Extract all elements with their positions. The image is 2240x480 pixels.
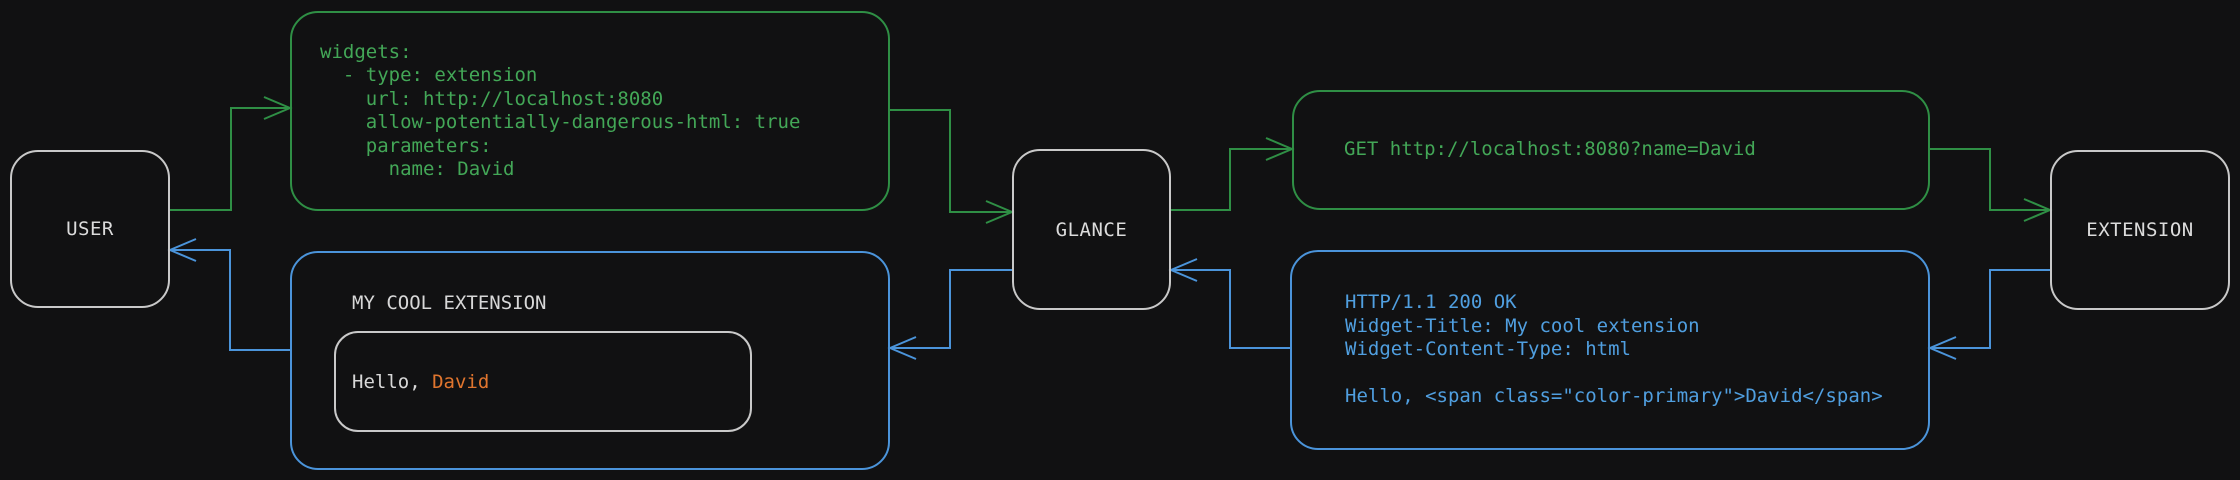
hello-card: Hello, David bbox=[334, 331, 752, 432]
hello-name: David bbox=[432, 370, 490, 393]
arrowhead-widget-to-user bbox=[167, 238, 197, 262]
glance-node: GLANCE bbox=[1012, 149, 1171, 310]
config-yaml-code: widgets: - type: extension url: http://l… bbox=[320, 40, 801, 181]
arrow-glance-to-widget bbox=[890, 269, 1012, 349]
user-node-label: USER bbox=[66, 218, 114, 240]
widget-preview-box: MY COOL EXTENSION Hello, David bbox=[290, 251, 890, 470]
request-box: GET http://localhost:8080?name=David bbox=[1292, 90, 1930, 210]
user-node: USER bbox=[10, 150, 170, 308]
arrow-widget-to-user bbox=[170, 249, 290, 351]
arrow-response-to-glance bbox=[1171, 269, 1290, 349]
arrow-config-to-glance bbox=[890, 109, 1012, 213]
config-box: widgets: - type: extension url: http://l… bbox=[290, 11, 890, 211]
response-box: HTTP/1.1 200 OK Widget-Title: My cool ex… bbox=[1290, 250, 1930, 450]
arrowhead-extension-to-response bbox=[1927, 336, 1957, 360]
response-code: HTTP/1.1 200 OK Widget-Title: My cool ex… bbox=[1345, 291, 1883, 408]
request-code: GET http://localhost:8080?name=David bbox=[1344, 138, 1756, 161]
arrow-request-to-extension bbox=[1930, 148, 2050, 211]
arrow-extension-to-response bbox=[1930, 269, 2050, 349]
glance-node-label: GLANCE bbox=[1055, 218, 1128, 241]
extension-node: EXTENSION bbox=[2050, 150, 2230, 310]
arrowhead-glance-to-widget bbox=[887, 336, 917, 360]
hello-text: Hello, bbox=[352, 370, 433, 393]
arrowhead-response-to-glance bbox=[1168, 258, 1198, 282]
widget-title: MY COOL EXTENSION bbox=[352, 292, 547, 314]
arrow-glance-to-request bbox=[1171, 148, 1292, 211]
arrow-user-to-config bbox=[170, 107, 290, 211]
extension-node-label: EXTENSION bbox=[2086, 219, 2194, 241]
